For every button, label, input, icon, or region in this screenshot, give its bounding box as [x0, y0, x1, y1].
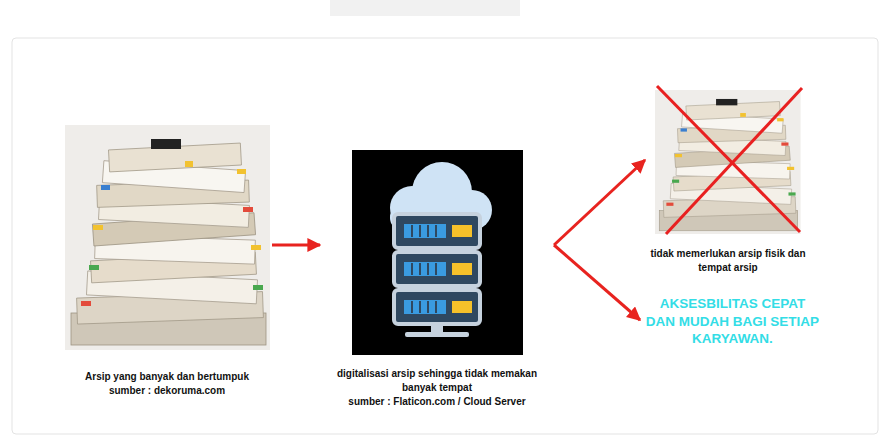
crossed-paper-pile: [655, 86, 802, 234]
cloud-server-icon-part: [404, 262, 446, 276]
cloud-server-icon-part: [404, 300, 446, 314]
icon-with-caption: digitalisasi arsip sehingga tidak memaka…: [320, 145, 554, 411]
page-frame-part: [330, 0, 520, 16]
paper-pile-photo: [65, 125, 270, 350]
cloud-server-icon-part-part: [411, 263, 413, 275]
cloud-server-icon-part-part: [435, 301, 437, 313]
page-frame: [12, 0, 878, 434]
cloud-server-icon-part: [452, 225, 472, 237]
flow-arrow: [554, 160, 645, 245]
paper-pile-photo-part: [65, 125, 270, 350]
cloud-server-icon-part: [394, 214, 480, 248]
cloud-server-icon-part: [412, 225, 436, 313]
source-text: sumber : Flaticon.com / Cloud Server: [324, 395, 550, 409]
cloud-server-icon-part-part: [419, 225, 421, 237]
caption-text: AKSESBILITAS CEPAT DAN MUDAH BAGI SETIAP…: [644, 295, 821, 348]
photo-with-caption: tidak memerlukan arsip fisik dan tempat …: [645, 84, 811, 277]
cloud-server-icon-part: [394, 290, 480, 324]
cloud-server-icon-part-part: [435, 225, 437, 237]
flow-arrow: [272, 244, 320, 247]
photo-with-caption: Arsip yang banyak dan bertumpuksumber : …: [62, 120, 272, 400]
cloud-server-icon-part-part: [411, 225, 413, 237]
cloud-server-icon-part: [352, 150, 523, 355]
caption-text: digitalisasi arsip sehingga tidak memaka…: [324, 367, 550, 395]
cloud-server-icon-part: [405, 332, 469, 337]
cloud-server-icon-part-part: [419, 301, 421, 313]
cloud-server-icon: [352, 150, 523, 355]
page-frame-part: [12, 38, 878, 434]
cloud-server-icon-part-part: [427, 301, 429, 313]
caption-text: tidak memerlukan arsip fisik dan tempat …: [649, 247, 807, 275]
cloud-server-icon-part-part: [411, 301, 413, 313]
cloud-server-icon-part: [404, 224, 446, 238]
cloud-server-icon-part-part: [427, 225, 429, 237]
crossed-paper-pile-part: [666, 88, 802, 234]
cloud-server-icon-part-part: [435, 263, 437, 275]
cloud-server-icon-part: [452, 263, 472, 275]
cloud-server-icon-part: [394, 252, 480, 286]
source-text: sumber : dekoruma.com: [66, 384, 268, 398]
crossed-paper-pile-part: [657, 86, 800, 232]
cloud-server-icon-part-part: [427, 263, 429, 275]
cloud-server-icon-part-part: [419, 263, 421, 275]
highlight-text: AKSESBILITAS CEPAT DAN MUDAH BAGI SETIAP…: [640, 290, 825, 353]
caption-text: Arsip yang banyak dan bertumpuk: [66, 370, 268, 384]
cloud-server-icon-part: [452, 301, 472, 313]
flow-arrow: [554, 245, 640, 320]
